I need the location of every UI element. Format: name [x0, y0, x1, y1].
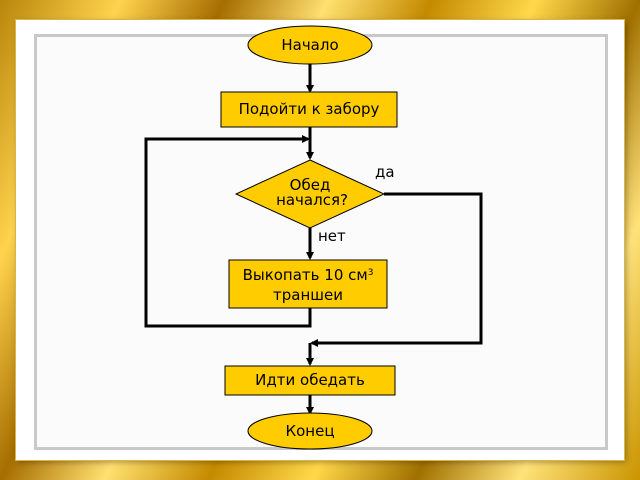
end-label: Конец — [285, 422, 335, 440]
process-approach-fence — [220, 91, 398, 128]
step2-label-main: Выкопать 10 см — [242, 266, 368, 284]
process-go-to-lunch — [224, 365, 396, 396]
start-label: Начало — [281, 36, 339, 54]
step2-label-line1: Выкопать 10 см3 — [229, 267, 387, 284]
yes-label: да — [375, 163, 395, 181]
step2-label-superscript: 3 — [367, 268, 374, 278]
process-dig-trench — [228, 259, 388, 309]
end-terminator — [247, 412, 373, 450]
step1-label: Подойти к забору — [238, 100, 380, 118]
decision-label-line2: начался? — [276, 191, 348, 209]
loop-back-line — [144, 135, 312, 328]
step2-label-line2: траншеи — [273, 286, 343, 304]
decision-label-line1: Обед — [289, 176, 331, 194]
yes-branch-line — [310, 192, 483, 347]
no-label: нет — [318, 227, 346, 245]
step3-label: Идти обедать — [255, 371, 365, 389]
